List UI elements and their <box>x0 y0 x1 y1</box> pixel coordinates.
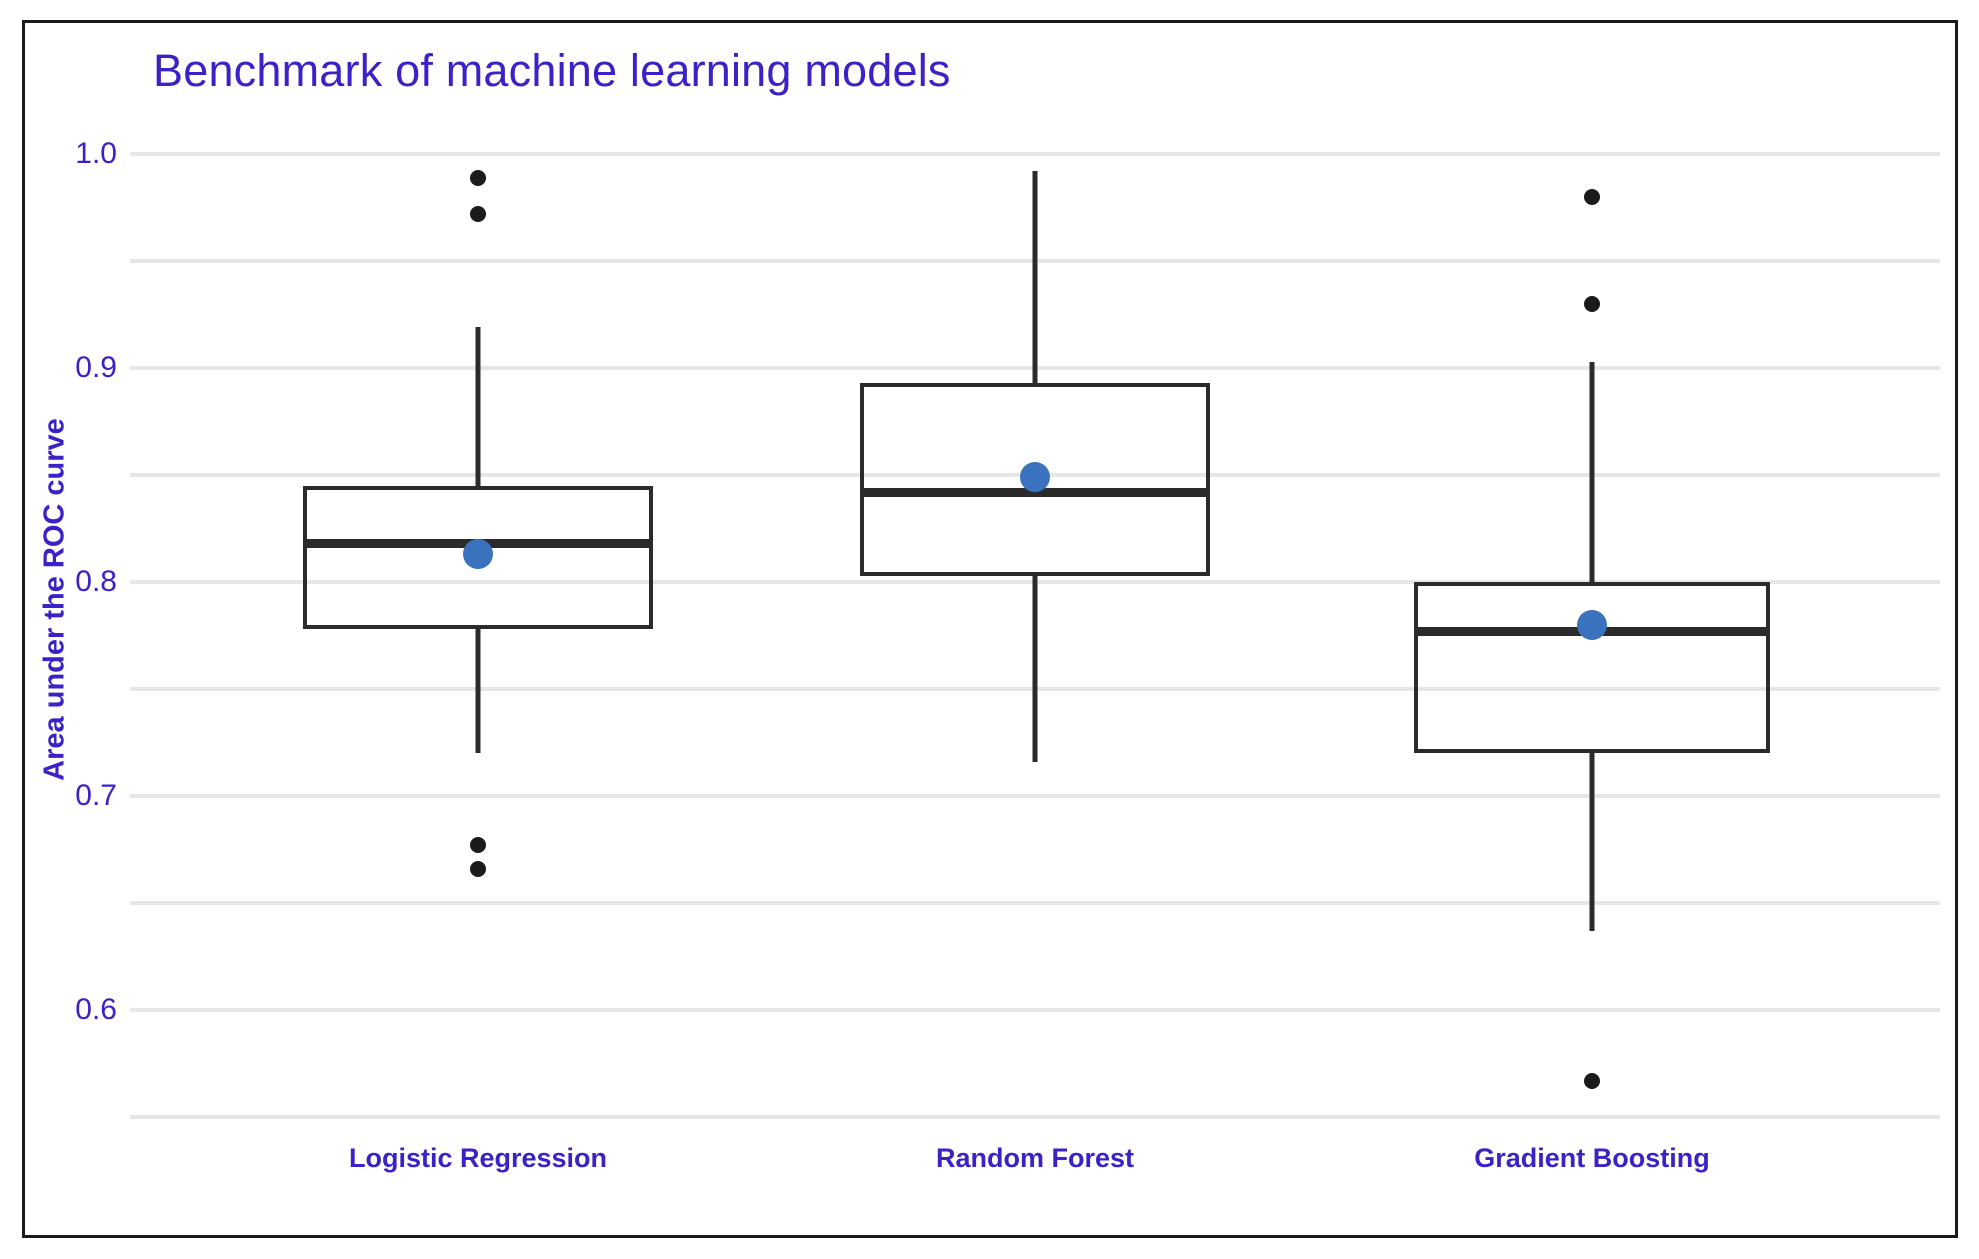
x-tick-label-random-forest: Random Forest <box>935 1143 1135 1173</box>
outlier-point[interactable] <box>470 837 486 854</box>
outlier-point[interactable] <box>1584 295 1600 312</box>
plot-area: 1.0 0.9 0.8 0.7 0.6 Logistic Regression Rando… <box>25 23 1961 1241</box>
whisker-lower <box>1032 575 1038 762</box>
mean-marker[interactable] <box>1577 609 1607 640</box>
box-random-forest[interactable] <box>860 382 1210 576</box>
gridline <box>130 1115 1940 1119</box>
gridline <box>130 901 1940 905</box>
y-tick-label: 0.9 <box>75 351 117 384</box>
whisker-lower <box>475 629 481 754</box>
outlier-point[interactable] <box>470 860 486 877</box>
gridline <box>130 794 1940 798</box>
whisker-upper <box>1589 361 1595 582</box>
median-line <box>860 488 1210 498</box>
outlier-point[interactable] <box>1584 188 1600 205</box>
box-logistic-regression[interactable] <box>303 485 653 630</box>
outlier-point[interactable] <box>1584 1072 1600 1089</box>
gridline <box>130 152 1940 156</box>
mean-marker[interactable] <box>463 539 493 570</box>
y-tick-label: 0.6 <box>75 993 117 1026</box>
x-tick-label-logistic-regression: Logistic Regression <box>348 1143 608 1173</box>
outlier-point[interactable] <box>470 169 486 186</box>
figure-frame: Benchmark of machine learning models Are… <box>22 20 1958 1238</box>
y-tick-label: 0.7 <box>75 779 117 812</box>
y-tick-label: 0.8 <box>75 565 117 598</box>
whisker-upper <box>1032 171 1038 383</box>
outlier-point[interactable] <box>470 205 486 222</box>
chart-title: Benchmark of machine learning models <box>153 45 951 96</box>
y-tick-label: 1.0 <box>75 137 117 170</box>
whisker-upper <box>475 327 481 486</box>
mean-marker[interactable] <box>1020 462 1050 493</box>
gridline <box>130 1008 1940 1012</box>
box-gradient-boosting[interactable] <box>1414 582 1770 754</box>
x-tick-label-gradient-boosting: Gradient Boosting <box>1474 1143 1710 1173</box>
whisker-lower <box>1589 753 1595 931</box>
